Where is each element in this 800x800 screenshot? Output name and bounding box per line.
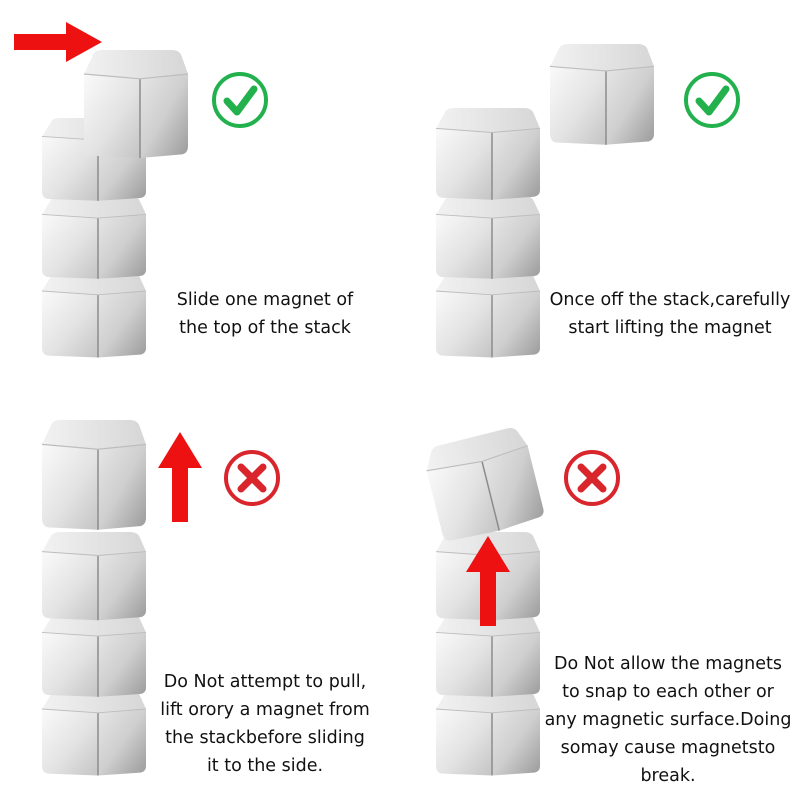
panel-3-caption: Do Not attempt to pull, lift orory a mag… (160, 672, 370, 776)
panel-4-caption: Do Not allow the magnets to snap to each… (544, 654, 792, 786)
cube (435, 689, 541, 777)
panel-3-cubes (41, 419, 147, 777)
right-arrow-icon (14, 22, 102, 62)
cube (41, 195, 147, 280)
check-circle-icon (212, 72, 268, 128)
panel-2-caption: Once off the stack,carefully start lifti… (549, 290, 791, 338)
tilted-cube (420, 423, 547, 545)
cube (549, 43, 655, 146)
cube (435, 195, 541, 280)
cube (41, 613, 147, 698)
cube (41, 419, 147, 531)
cube (41, 531, 147, 621)
cube (41, 271, 147, 359)
check-circle-icon (684, 72, 740, 128)
cube (435, 107, 541, 201)
up-arrow-icon (466, 536, 510, 626)
up-arrow-icon (158, 432, 202, 522)
x-circle-icon (564, 450, 620, 506)
cube (83, 49, 189, 159)
cube (435, 613, 541, 698)
cube (435, 271, 541, 359)
panel-1-caption: Slide one magnet of the top of the stack (176, 290, 354, 338)
cube (41, 689, 147, 777)
x-circle-icon (224, 450, 280, 506)
